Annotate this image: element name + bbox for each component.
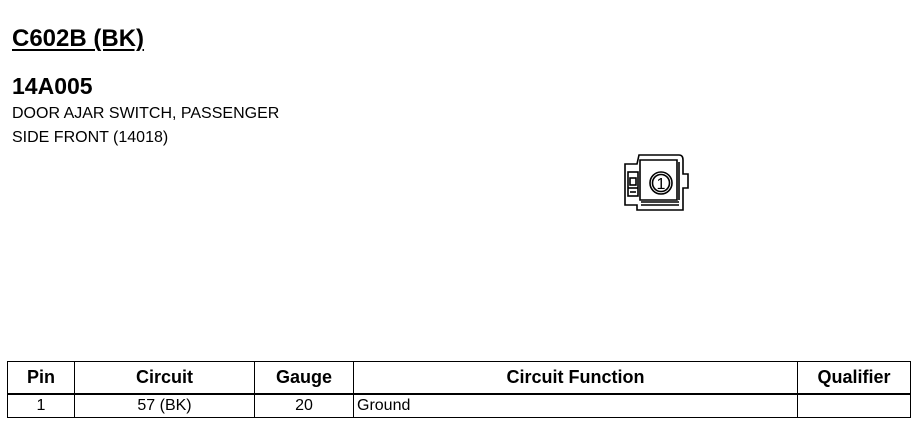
header-qualifier: Qualifier xyxy=(797,361,911,395)
table-row: 1 57 (BK) 20 Ground xyxy=(7,393,911,418)
header-circuit-function: Circuit Function xyxy=(353,361,798,395)
cell-qualifier xyxy=(797,393,911,418)
table-header-row: Pin Circuit Gauge Circuit Function Quali… xyxy=(7,361,911,395)
header-circuit: Circuit xyxy=(74,361,255,395)
cell-circuit-function: Ground xyxy=(353,393,798,418)
part-number: 14A005 xyxy=(12,73,93,99)
description-line-2: SIDE FRONT (14018) xyxy=(12,129,169,146)
pin-number-label: 1 xyxy=(657,176,666,193)
cell-pin: 1 xyxy=(7,393,75,418)
cell-gauge: 20 xyxy=(254,393,354,418)
cell-circuit: 57 (BK) xyxy=(74,393,255,418)
header-pin: Pin xyxy=(7,361,75,395)
description-line-1: DOOR AJAR SWITCH, PASSENGER xyxy=(12,105,280,122)
connector-face-diagram: 1 xyxy=(624,154,689,211)
connector-id: C602B (BK) xyxy=(12,25,145,52)
header-gauge: Gauge xyxy=(254,361,354,395)
pin-table: Pin Circuit Gauge Circuit Function Quali… xyxy=(7,361,911,418)
